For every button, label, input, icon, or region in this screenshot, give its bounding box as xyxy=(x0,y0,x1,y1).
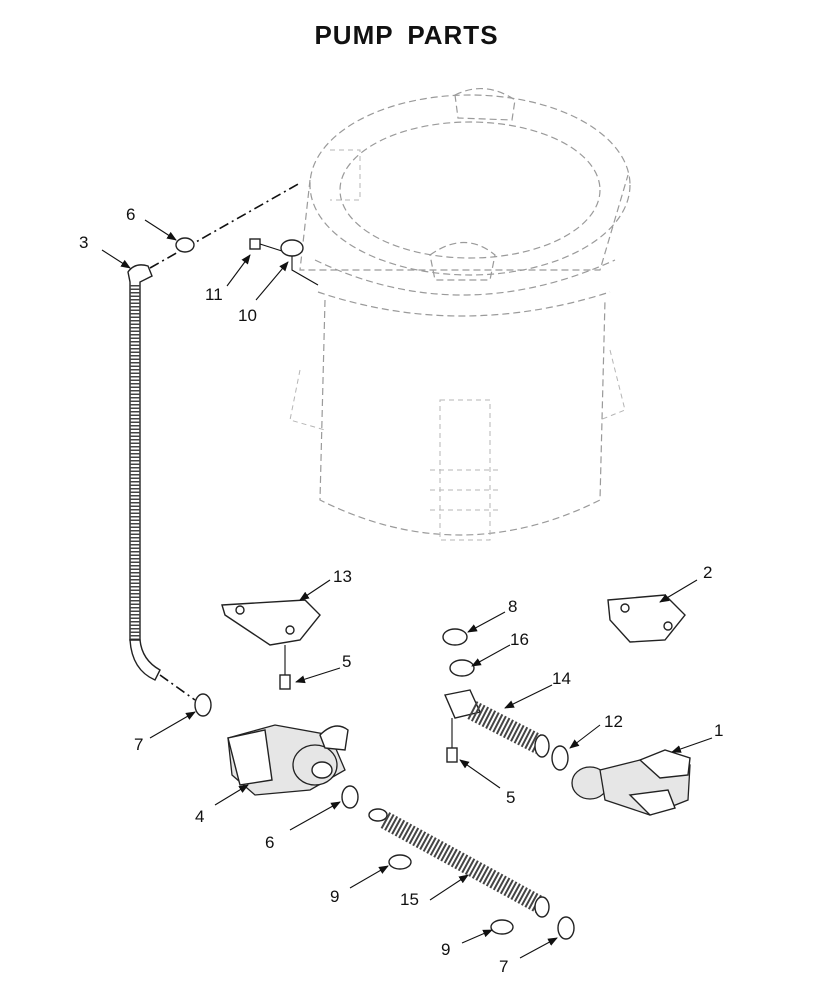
callout-6: 6 xyxy=(265,833,274,852)
o-ring-part-16 xyxy=(449,659,475,677)
pump-part-4 xyxy=(227,724,349,796)
assembly-line xyxy=(159,674,196,701)
clamp-part-7 xyxy=(557,916,575,940)
clamp-part-12 xyxy=(551,745,569,771)
clamp-part-7 xyxy=(194,693,212,717)
callout-leaders xyxy=(101,219,713,959)
callout-1: 1 xyxy=(714,721,723,740)
callout-15: 15 xyxy=(400,890,419,909)
assembly-line xyxy=(149,182,301,269)
clip-part-10 xyxy=(280,239,319,286)
callout-14: 14 xyxy=(552,669,571,688)
gasket-hole xyxy=(620,603,630,613)
diagram-title: PUMP PARTS xyxy=(314,20,499,50)
clamp-part-8 xyxy=(442,628,468,646)
callout-labels: 1 2 3 4 5 5 6 6 7 7 8 9 9 10 11 12 13 14… xyxy=(79,205,723,976)
callout-5: 5 xyxy=(506,788,515,807)
bracket-hole xyxy=(285,625,295,635)
pump-part-1 xyxy=(571,749,691,816)
callout-12: 12 xyxy=(604,712,623,731)
callout-5: 5 xyxy=(342,652,351,671)
callout-7: 7 xyxy=(499,957,508,976)
callout-4: 4 xyxy=(195,807,204,826)
callout-3: 3 xyxy=(79,233,88,252)
wash-tub-outline xyxy=(289,87,631,541)
drain-hose-part-3 xyxy=(127,264,161,681)
hose-part-14 xyxy=(444,689,550,763)
callout-9: 9 xyxy=(330,887,339,906)
gasket-part-2 xyxy=(607,594,686,643)
clip-part-9 xyxy=(490,919,514,935)
clamp-part-6 xyxy=(341,785,359,809)
callout-6: 6 xyxy=(126,205,135,224)
callout-11: 11 xyxy=(205,285,223,304)
gasket-hole xyxy=(663,621,673,631)
callout-10: 10 xyxy=(238,306,257,325)
clip-part-9 xyxy=(388,854,412,870)
screw-part-5 xyxy=(279,674,291,690)
callout-16: 16 xyxy=(510,630,529,649)
callout-2: 2 xyxy=(703,563,712,582)
bracket-hole xyxy=(235,605,245,615)
clamp-part-6 xyxy=(175,237,195,253)
callout-8: 8 xyxy=(508,597,517,616)
callout-9: 9 xyxy=(441,940,450,959)
hose-part-15 xyxy=(368,808,550,918)
callout-7: 7 xyxy=(134,735,143,754)
screw-part-11 xyxy=(249,238,286,253)
callout-13: 13 xyxy=(333,567,352,586)
